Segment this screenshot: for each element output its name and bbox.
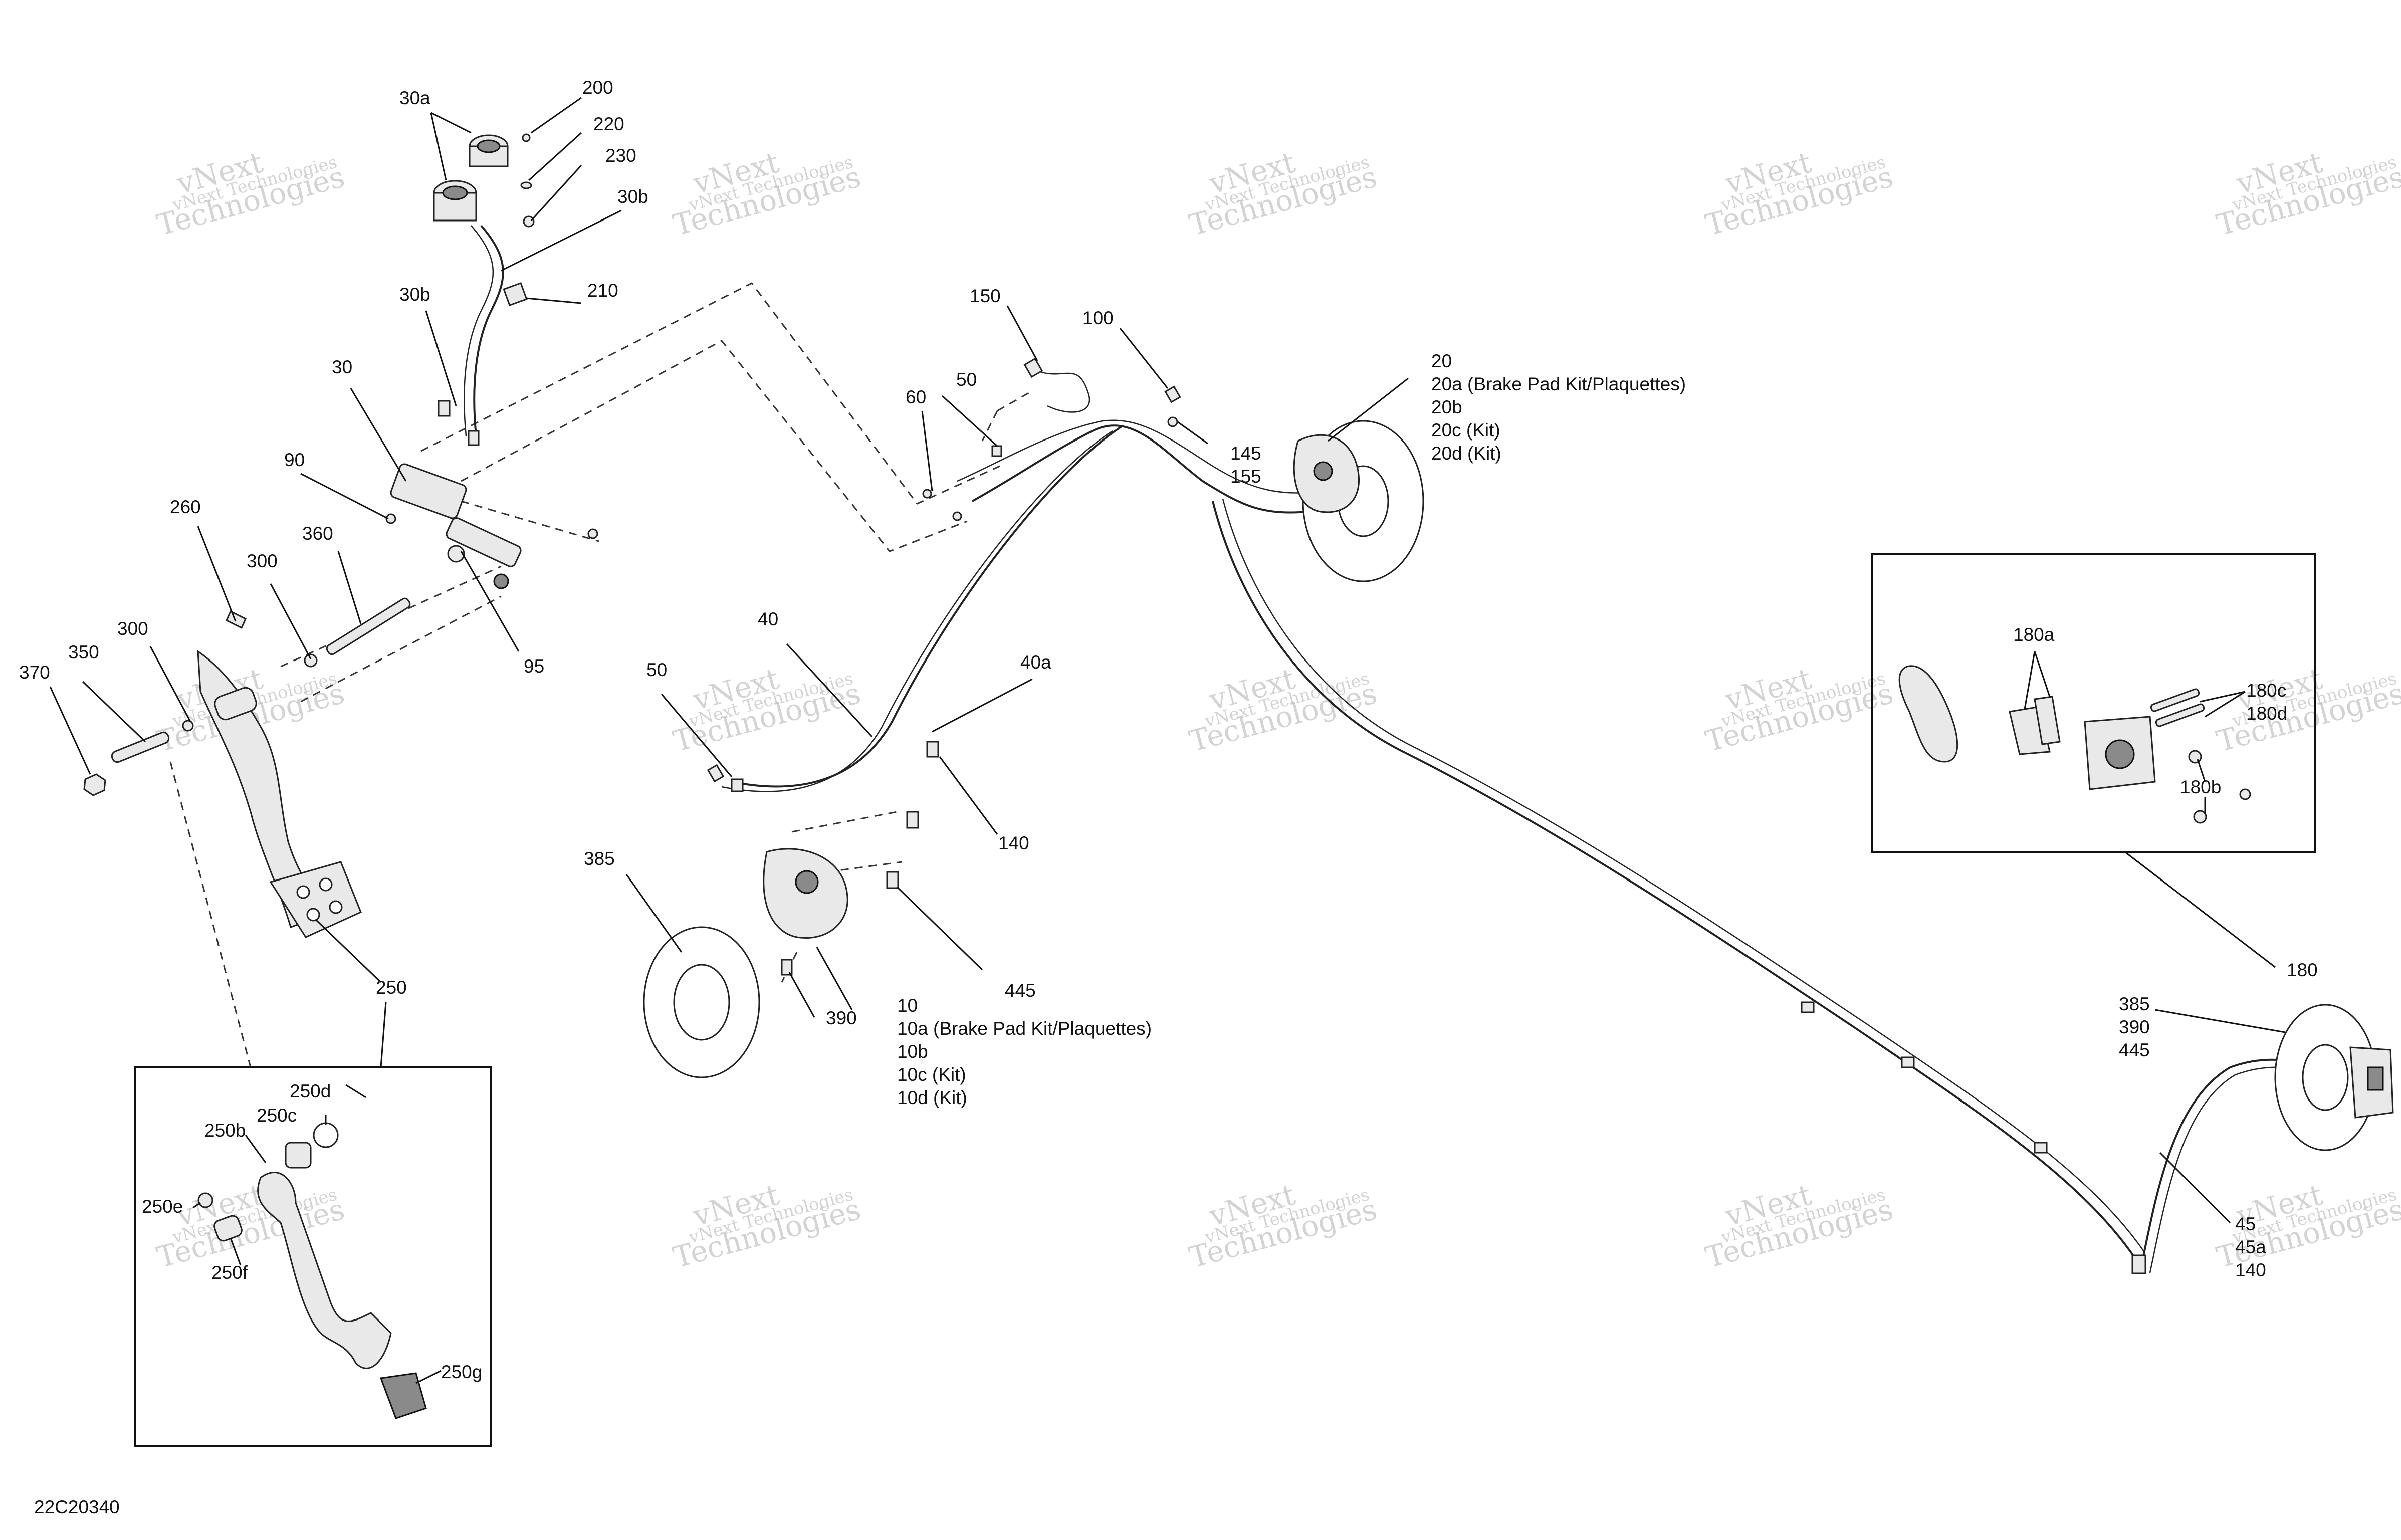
caliper-detail-box — [1871, 553, 2316, 853]
callout-445-right: 445 — [2119, 1040, 2150, 1060]
callout-10a: 10a (Brake Pad Kit/Plaquettes) — [897, 1018, 1152, 1039]
callout-250d: 250d — [290, 1081, 331, 1102]
callout-60: 60 — [906, 387, 926, 407]
callout-20c: 20c (Kit) — [1431, 420, 1500, 441]
callout-90: 90 — [284, 450, 305, 470]
callout-180c: 180c — [2246, 680, 2286, 701]
callout-10: 10 — [897, 995, 918, 1016]
callout-10d: 10d (Kit) — [897, 1087, 967, 1108]
callout-10c: 10c (Kit) — [897, 1064, 966, 1085]
callout-30a: 30a — [399, 88, 430, 108]
watermark: Technologies vNext Technologies vNext — [153, 145, 348, 243]
watermark: Technologies vNext Technologies vNext — [2213, 662, 2401, 759]
watermark: Technologies vNext Technologies vNext — [1186, 1178, 1380, 1275]
watermark: Technologies vNext Technologies vNext — [1702, 145, 1896, 243]
callout-145: 145 — [1230, 443, 1261, 464]
callout-250c: 250c — [257, 1105, 297, 1126]
callout-250f: 250f — [211, 1262, 248, 1283]
watermark: Technologies vNext Technologies vNext — [1702, 1178, 1896, 1275]
callout-30: 30 — [332, 357, 352, 377]
front-left-brake-disc — [643, 926, 760, 1078]
callout-250g: 250g — [441, 1362, 482, 1382]
callout-250: 250 — [376, 977, 407, 998]
watermark: Technologies vNext Technologies vNext — [2213, 145, 2401, 243]
watermark: Technologies vNext Technologies vNext — [670, 145, 864, 243]
callout-230: 230 — [605, 145, 636, 166]
front-right-caliper — [1293, 434, 1360, 513]
callout-20b: 20b — [1431, 397, 1462, 417]
brake-pedal — [197, 650, 362, 938]
callout-45: 45 — [2235, 1214, 2256, 1234]
callout-20d: 20d (Kit) — [1431, 443, 1501, 464]
master-cylinder-reservoir-top — [469, 134, 509, 167]
rear-brake-disc — [2274, 1004, 2376, 1151]
assembly-guide-lines — [169, 282, 1033, 1068]
front-left-caliper — [763, 811, 919, 976]
callout-50-mid: 50 — [646, 659, 667, 680]
callout-445: 445 — [1005, 980, 1036, 1001]
callout-20a: 20a (Brake Pad Kit/Plaquettes) — [1431, 374, 1686, 394]
callout-40: 40 — [758, 609, 778, 629]
diagram-code: 22C20340 — [34, 1497, 120, 1517]
callout-10b: 10b — [897, 1041, 928, 1062]
callout-150: 150 — [970, 286, 1001, 306]
brake-master-cylinder — [390, 463, 522, 589]
callout-155: 155 — [1230, 466, 1261, 487]
watermark: Technologies vNext Technologies vNext — [1186, 145, 1380, 243]
callout-385-mid: 385 — [584, 848, 615, 869]
callout-350: 350 — [68, 642, 99, 663]
watermark-layer: Technologies vNext Technologies vNext Te… — [153, 145, 2401, 1275]
callout-40a: 40a — [1020, 652, 1051, 673]
callout-180: 180 — [2287, 960, 2318, 980]
callout-30b-top: 30b — [617, 186, 648, 207]
callout-20: 20 — [1431, 351, 1452, 371]
brake-hoses — [464, 225, 2336, 1273]
watermark: Technologies vNext Technologies vNext — [2213, 1178, 2401, 1275]
watermark: Technologies vNext Technologies vNext — [1186, 662, 1380, 759]
callout-300-a: 300 — [247, 551, 278, 571]
callout-45a: 45a — [2235, 1237, 2266, 1257]
hardware-left — [83, 513, 598, 796]
brackets-and-fittings — [707, 357, 2146, 1274]
leader-lines — [49, 97, 2286, 1384]
callout-180b: 180b — [2180, 777, 2221, 797]
callout-30b-left: 30b — [399, 284, 430, 305]
callout-200: 200 — [582, 77, 613, 98]
small-hardware — [438, 133, 535, 446]
rear-caliper — [2349, 1046, 2394, 1119]
callout-360: 360 — [302, 523, 333, 544]
callout-180a: 180a — [2013, 624, 2055, 645]
watermark: Technologies vNext Technologies vNext — [670, 1178, 864, 1275]
callout-50-top: 50 — [956, 369, 977, 390]
callout-labels: 30a 200 220 230 30b 210 30b 30 90 260 30… — [19, 77, 2318, 1517]
callout-300-b: 300 — [117, 618, 148, 639]
pedal-detail-box — [134, 1066, 492, 1447]
callout-390-mid: 390 — [826, 1008, 857, 1028]
callout-370: 370 — [19, 662, 50, 683]
master-cylinder-reservoir — [433, 180, 477, 222]
callout-250e: 250e — [142, 1196, 183, 1217]
callout-180d: 180d — [2246, 703, 2287, 724]
callout-100: 100 — [1082, 308, 1114, 328]
callout-250b: 250b — [204, 1120, 246, 1141]
callout-390-right: 390 — [2119, 1017, 2150, 1037]
watermark: Technologies vNext Technologies vNext — [1702, 662, 1896, 759]
callout-95: 95 — [524, 656, 544, 677]
callout-260: 260 — [170, 497, 201, 517]
callout-140-mid: 140 — [998, 833, 1029, 853]
callout-220: 220 — [593, 114, 624, 134]
callout-385-right: 385 — [2119, 994, 2150, 1014]
watermark: Technologies vNext Technologies vNext — [670, 662, 864, 759]
callout-140-right: 140 — [2235, 1260, 2266, 1280]
callout-210: 210 — [587, 280, 618, 301]
